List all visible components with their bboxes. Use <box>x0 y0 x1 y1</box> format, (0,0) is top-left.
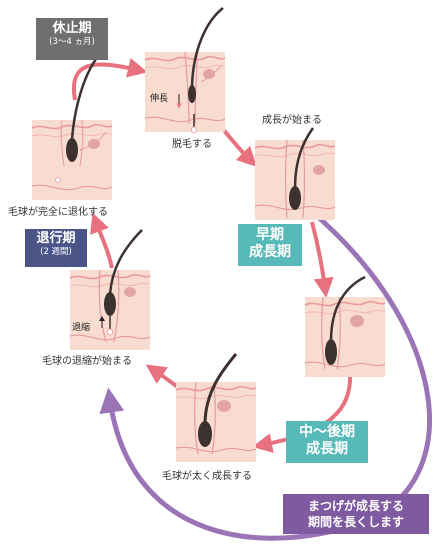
caption-grows-thick: 毛球が太く成長する <box>162 471 252 482</box>
catagen-duration: (2 週間) <box>40 246 72 257</box>
catagen-title: 退行期 <box>36 231 76 246</box>
label-extend: 伸長 <box>150 94 169 104</box>
label-shrink: 退縮 <box>72 323 91 333</box>
callout-line1: まつげが成長する <box>307 499 404 513</box>
late-anagen-label: 中〜後期 成長期 <box>286 421 368 463</box>
callout-line2: 期間を長くします <box>307 515 404 529</box>
caption-shedding: 脱毛する <box>172 139 212 150</box>
telogen-title: 休止期 <box>52 21 92 36</box>
arrow-late-to-thick <box>252 371 353 453</box>
telogen-label: 休止期 (3〜4 ヵ月) <box>36 18 108 60</box>
arrow-shedding-to-growth <box>220 126 258 168</box>
panel-shrink <box>69 229 151 351</box>
callout-box: まつげが成長する 期間を長くします <box>283 494 429 534</box>
arrow-shrink-to-regressed <box>90 212 114 269</box>
arrow-early-to-late <box>310 221 334 298</box>
catagen-label: 退行期 (2 週間) <box>25 229 87 267</box>
late-anagen-line2: 成長期 <box>306 441 348 457</box>
telogen-duration: (3〜4 ヵ月) <box>49 36 95 47</box>
panel-shedding <box>144 7 226 134</box>
caption-growth-starts: 成長が始まる <box>262 115 322 126</box>
panel-late-anagen <box>304 275 386 378</box>
panel-early-anagen <box>254 127 336 221</box>
caption-bulb-shrink-starts: 毛球の退縮が始まる <box>42 356 132 367</box>
early-anagen-label: 早期 成長期 <box>238 224 302 266</box>
late-anagen-line1: 中〜後期 <box>299 424 355 440</box>
early-anagen-line1: 早期 <box>256 227 284 243</box>
panel-telogen <box>31 51 113 201</box>
panel-grows-thick <box>175 353 257 463</box>
arrow-telogen-to-shedding <box>71 57 148 101</box>
caption-bulb-fully-regressed: 毛球が完全に退化する <box>8 207 108 218</box>
early-anagen-line2: 成長期 <box>249 244 291 260</box>
